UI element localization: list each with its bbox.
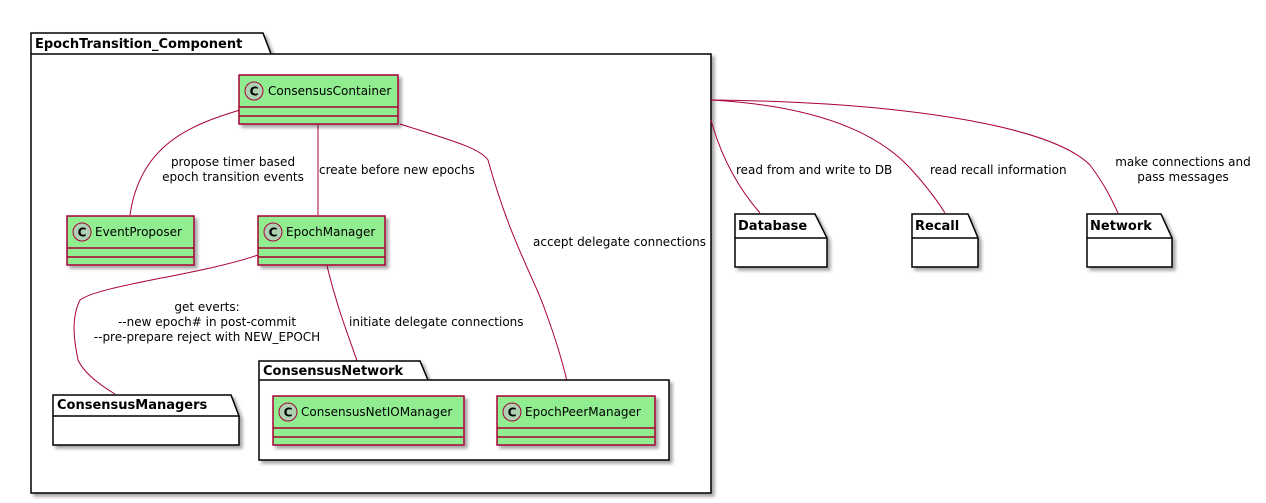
edge-label-recall: read recall information <box>930 163 1067 177</box>
package-title-database: Database <box>738 219 807 234</box>
edge-label-propose-2: epoch transition events <box>162 170 304 184</box>
edge-label-database: read from and write to DB <box>736 163 892 177</box>
edge-label-propose-1: propose timer based <box>171 155 295 169</box>
package-consensus-managers[interactable]: ConsensusManagers <box>52 394 240 446</box>
edge-label-initiate: initiate delegate connections <box>349 315 524 329</box>
class-name-consensus-container: ConsensusContainer <box>268 84 391 98</box>
edge-labels: propose timer based epoch transition eve… <box>94 155 1251 344</box>
class-consensus-net-io-manager[interactable]: C ConsensusNetIOManager <box>272 395 465 446</box>
package-title-network: Network <box>1090 219 1152 234</box>
class-name-consensus-net-io-manager: ConsensusNetIOManager <box>301 405 452 419</box>
class-consensus-container[interactable]: C ConsensusContainer <box>238 74 399 125</box>
class-event-proposer[interactable]: C EventProposer <box>66 215 195 266</box>
svg-text:C: C <box>250 85 259 99</box>
edge-label-get-events-3: --pre-prepare reject with NEW_EPOCH <box>94 330 320 344</box>
package-title-recall: Recall <box>915 219 959 234</box>
edge-recall <box>710 99 946 214</box>
edge-get-events <box>73 254 259 395</box>
edge-label-network-2: pass messages <box>1137 170 1228 184</box>
svg-text:C: C <box>78 226 87 240</box>
edge-label-accept: accept delegate connections <box>533 235 706 249</box>
edge-label-get-events-1: get everts: <box>174 300 239 314</box>
edge-propose <box>129 109 241 216</box>
svg-text:C: C <box>508 406 517 420</box>
class-epoch-peer-manager[interactable]: C EpochPeerManager <box>496 395 656 446</box>
edge-database <box>710 119 761 214</box>
class-name-event-proposer: EventProposer <box>95 225 182 239</box>
svg-text:C: C <box>269 226 278 240</box>
edge-network <box>710 99 1119 214</box>
class-name-epoch-peer-manager: EpochPeerManager <box>525 405 641 419</box>
class-stereotype-icon: C <box>278 402 298 422</box>
edge-label-create: create before new epochs <box>319 163 475 177</box>
svg-text:C: C <box>284 406 293 420</box>
class-stereotype-icon: C <box>502 402 522 422</box>
edge-label-network-1: make connections and <box>1115 155 1251 169</box>
class-epoch-manager[interactable]: C EpochManager <box>257 215 386 266</box>
package-recall[interactable]: Recall <box>911 213 979 268</box>
class-name-epoch-manager: EpochManager <box>286 225 375 239</box>
edge-label-get-events-2: --new epoch# in post-commit <box>118 315 296 329</box>
package-database[interactable]: Database <box>734 213 828 268</box>
class-stereotype-icon: C <box>72 222 92 242</box>
class-stereotype-icon: C <box>263 222 283 242</box>
package-title-epoch-transition: EpochTransition_Component <box>35 37 242 52</box>
package-network[interactable]: Network <box>1086 213 1173 268</box>
package-title-consensus-managers: ConsensusManagers <box>57 398 208 413</box>
edge-accept <box>399 123 571 396</box>
class-stereotype-icon: C <box>244 81 264 101</box>
package-title-consensus-network: ConsensusNetwork <box>263 364 404 379</box>
